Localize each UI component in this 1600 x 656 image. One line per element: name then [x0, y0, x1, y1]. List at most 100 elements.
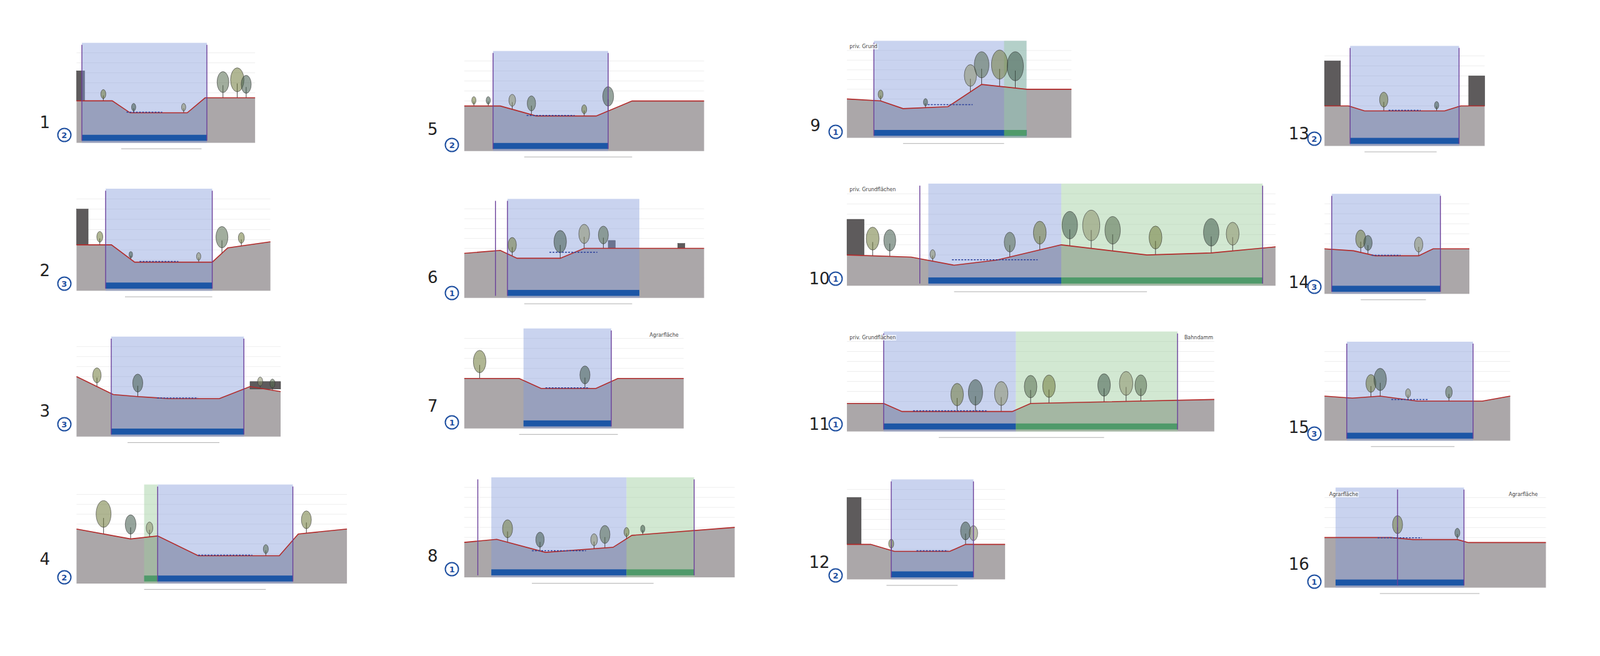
zone-bar [1331, 285, 1441, 292]
tree-crown [270, 379, 275, 389]
tree-crown [866, 227, 880, 251]
tree-crown [950, 383, 964, 407]
boundary-line [492, 53, 494, 150]
scale-line [886, 585, 958, 586]
scale-line [1380, 593, 1480, 595]
terrain-line [1324, 537, 1546, 543]
section-number: 12 [808, 553, 830, 572]
zone-bar [523, 420, 612, 427]
area-label: Agrarfläche [648, 332, 679, 339]
boundary-line [1262, 185, 1264, 284]
callout-number: 1 [828, 124, 844, 139]
callout-number: 1 [445, 415, 460, 430]
green-zone [626, 477, 694, 578]
water-surface [1377, 537, 1422, 539]
tree-crown [598, 226, 609, 245]
water-surface [156, 397, 198, 399]
section-panel [1324, 45, 1485, 152]
tree-crown [486, 96, 491, 105]
tree-crown [92, 368, 101, 384]
section-number: 11 [808, 415, 830, 434]
tree-crown [623, 527, 629, 537]
tree-crown [508, 94, 516, 107]
terrain-line [1324, 396, 1510, 402]
tree-crown [1363, 235, 1372, 251]
boundary-line [206, 45, 207, 142]
boundary-line [157, 486, 159, 582]
tree-crown [1082, 210, 1100, 241]
callout-number: 1 [445, 285, 460, 300]
section-number: 6 [427, 268, 439, 287]
tree-crown [1135, 375, 1147, 397]
scale-line [954, 291, 1148, 292]
tree-crown [600, 525, 610, 544]
section-number: 2 [40, 261, 51, 280]
water-zone [111, 336, 244, 437]
section-number: 5 [427, 120, 439, 139]
section-number: 13 [1288, 124, 1310, 144]
building [76, 209, 89, 245]
callout-number: 1 [828, 271, 844, 286]
section-panel [846, 40, 1072, 144]
tree-crown [580, 366, 590, 385]
tree-crown [1203, 218, 1220, 247]
tree-crown [1379, 91, 1388, 107]
section-panel [76, 43, 255, 150]
water-surface [545, 387, 590, 389]
terrain-line [846, 399, 1215, 412]
boundary-line [1331, 195, 1332, 292]
tree-crown [263, 545, 269, 554]
boundary-line [477, 479, 479, 576]
boundary-line [292, 486, 294, 582]
terrain-line [76, 98, 255, 114]
section-panel [1324, 487, 1546, 594]
building [846, 219, 864, 256]
building [1468, 75, 1485, 106]
tree-crown [216, 226, 229, 248]
tree-crown [473, 350, 486, 374]
zone-bar [1015, 423, 1178, 430]
zone-bar [111, 428, 244, 435]
tree-crown [974, 51, 989, 79]
boundary-line [883, 333, 884, 430]
tree-crown [553, 230, 567, 254]
tree-crown [1033, 221, 1047, 245]
water-surface [927, 104, 973, 106]
tree-crown [1024, 375, 1037, 399]
callout-number: 1 [828, 417, 844, 432]
scale-line [125, 296, 213, 298]
tree-crown [578, 224, 590, 244]
section-panel [464, 51, 705, 158]
section-panel [846, 479, 1005, 586]
terrain-line [846, 245, 1276, 266]
terrain-line [1324, 105, 1485, 111]
section-number: 14 [1288, 273, 1310, 292]
section-panel [846, 183, 1276, 292]
terrain-line [464, 248, 705, 259]
water-zone [491, 477, 627, 578]
tree-crown [1405, 388, 1411, 398]
building [677, 243, 685, 249]
scale-line [903, 143, 1005, 144]
section-panel [1324, 193, 1470, 300]
water-zone [105, 188, 213, 291]
zone-bar [891, 571, 974, 579]
water-surface [139, 261, 179, 263]
scale-line [1364, 151, 1437, 153]
tree-crown [301, 511, 312, 530]
terrain-line [464, 378, 684, 389]
boundary-line [1440, 195, 1441, 292]
tree-crown [146, 522, 154, 535]
zone-bar [928, 277, 1062, 284]
tree-crown [471, 96, 477, 105]
section-panel [76, 188, 270, 297]
tree-crown [132, 374, 143, 393]
zone-bar [157, 575, 293, 582]
area-label: priv. Grund [848, 43, 879, 50]
section-number: 1 [40, 113, 51, 132]
callout-number: 2 [1306, 131, 1322, 147]
tree-crown [527, 95, 536, 111]
boundary-line [1463, 490, 1465, 587]
section-panel [846, 331, 1215, 439]
